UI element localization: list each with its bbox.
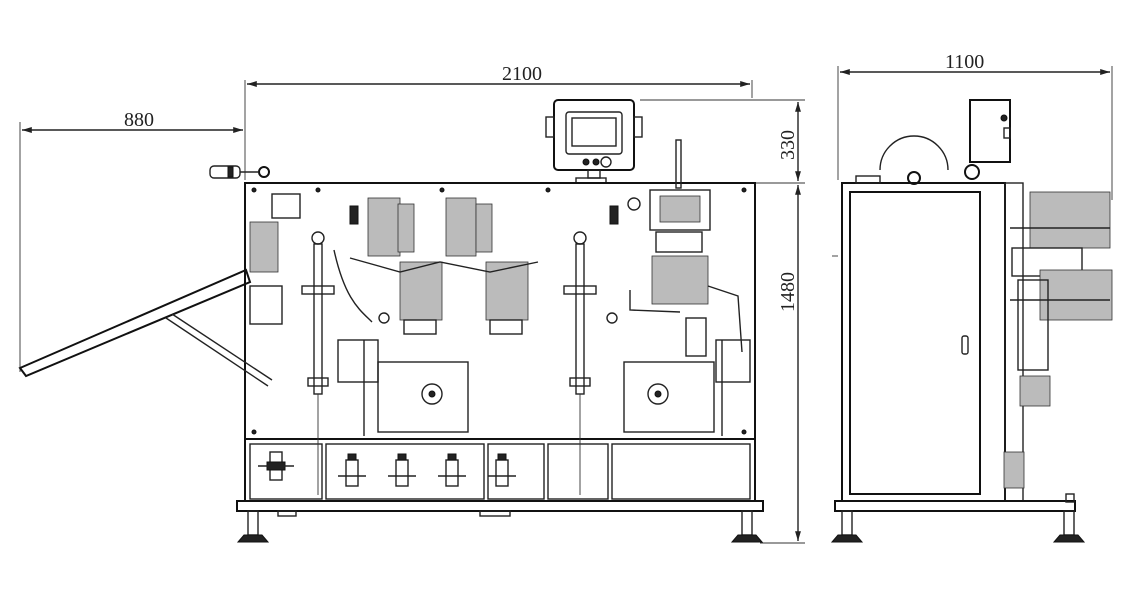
side-view — [830, 99, 1113, 543]
dim-top-height: 330 — [777, 130, 799, 160]
tray-arm — [18, 221, 283, 387]
dim-side-width: 1100 — [945, 51, 984, 73]
panel-bolts — [251, 187, 747, 435]
front-feet — [236, 510, 764, 543]
drive-plates — [337, 339, 751, 436]
hmi-panel — [545, 99, 643, 184]
punch-unit — [627, 139, 743, 357]
regulators — [258, 451, 516, 487]
dim-body-height: 1480 — [777, 272, 799, 312]
dim-tray-reach: 880 — [124, 109, 154, 131]
cutter-stations — [333, 197, 619, 335]
dim-front-width: 2100 — [502, 63, 542, 85]
front-view — [18, 99, 764, 543]
dimension-lines — [19, 66, 1113, 544]
side-feet — [830, 510, 1086, 543]
